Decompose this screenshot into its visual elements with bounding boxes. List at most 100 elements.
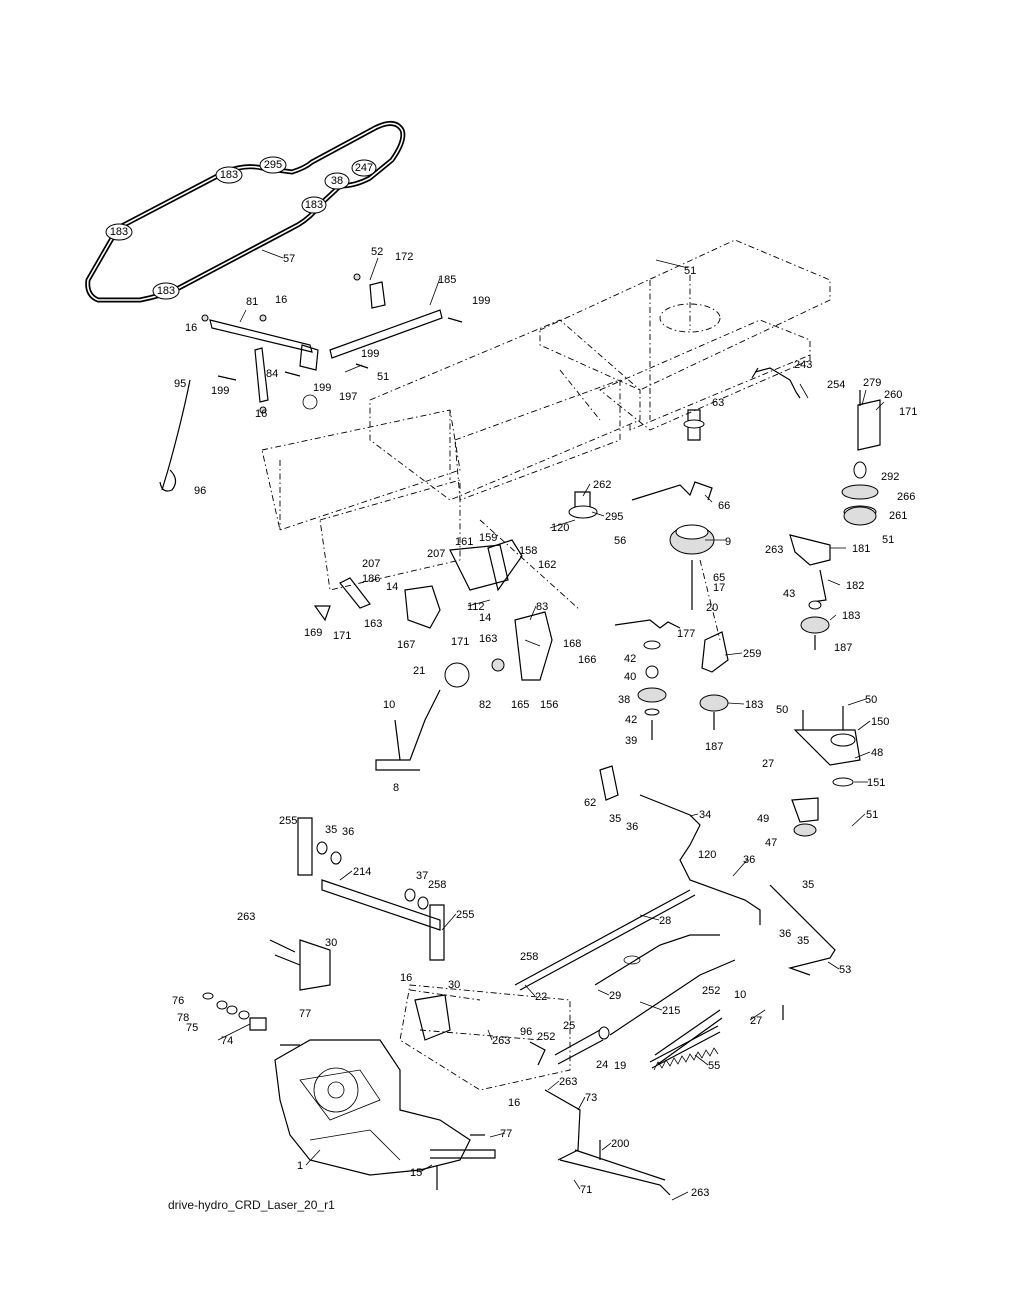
part-number-label: 163 <box>364 618 382 630</box>
leader-line <box>467 599 491 607</box>
leader-line <box>639 1001 663 1011</box>
part-number-label: 263 <box>765 544 783 556</box>
part-number-label: 207 <box>362 558 380 570</box>
belt-pulley-label: 183 <box>305 199 323 211</box>
part-number-label: 71 <box>580 1184 592 1196</box>
leader-line <box>489 1132 506 1138</box>
part-number-label: 27 <box>750 1015 762 1027</box>
part-number-label: 34 <box>699 809 711 821</box>
part-number-label: 30 <box>325 937 337 949</box>
part-number-label: 51 <box>866 809 878 821</box>
part-number-label: 39 <box>625 735 637 747</box>
leader-line <box>547 1080 560 1091</box>
drive-belt <box>85 121 406 303</box>
leader-line <box>601 1142 612 1151</box>
part-number-label: 42 <box>624 653 636 665</box>
part-number-label: 255 <box>456 909 474 921</box>
part-number-label: 65 <box>713 572 725 584</box>
part-number-label: 258 <box>520 951 538 963</box>
part-number-label: 35 <box>325 824 337 836</box>
leader-line <box>573 1179 581 1190</box>
leader-line <box>529 605 537 621</box>
part-number-label: 199 <box>313 382 331 394</box>
part-number-label: 82 <box>479 699 491 711</box>
part-number-label: 83 <box>536 601 548 613</box>
leader-line <box>339 870 353 881</box>
part-number-label: 162 <box>538 559 556 571</box>
part-number-label: 243 <box>794 359 812 371</box>
part-number-label: 163 <box>479 633 497 645</box>
leader-line <box>875 401 885 411</box>
part-number-label: 96 <box>194 485 206 497</box>
part-number-label: 36 <box>743 854 755 866</box>
part-number-label: 27 <box>762 758 774 770</box>
part-number-label: 166 <box>578 654 596 666</box>
part-number-label: 150 <box>871 716 889 728</box>
part-number-label: 78 <box>177 1012 189 1024</box>
leader-line <box>694 1054 709 1066</box>
part-number-label: 75 <box>186 1022 198 1034</box>
leader-line <box>597 989 610 996</box>
part-number-label: 16 <box>185 322 197 334</box>
part-number-label: 252 <box>537 1031 555 1043</box>
part-number-label: 84 <box>266 368 278 380</box>
leader-line <box>549 519 576 529</box>
right-upper-parts <box>568 367 881 650</box>
part-number-label: 51 <box>377 371 389 383</box>
leader-line <box>577 1096 586 1111</box>
leader-line <box>239 309 247 323</box>
part-number-label: 167 <box>397 639 415 651</box>
diagram-caption: drive-hydro_CRD_Laser_20_r1 <box>168 1198 335 1212</box>
part-number-label: 263 <box>559 1076 577 1088</box>
leader-line <box>829 614 837 621</box>
part-number-label: 37 <box>416 870 428 882</box>
part-number-label: 112 <box>467 601 485 613</box>
part-number-label: 76 <box>172 995 184 1007</box>
belt-pulleys <box>105 156 377 300</box>
part-number-label: 171 <box>451 636 469 648</box>
leader-line <box>591 511 605 517</box>
part-number-label: 16 <box>275 294 287 306</box>
part-number-label: 56 <box>614 535 626 547</box>
part-number-label: 35 <box>802 879 814 891</box>
leader-line <box>851 813 866 827</box>
belt-pulley-label: 38 <box>331 175 343 187</box>
part-number-label: 74 <box>221 1035 233 1047</box>
part-number-label: 165 <box>511 699 529 711</box>
leader-lines <box>217 249 885 1201</box>
part-number-label: 254 <box>827 379 845 391</box>
part-number-label: 200 <box>611 1138 629 1150</box>
leader-line <box>799 383 809 399</box>
leader-line <box>827 961 840 970</box>
part-number-label: 183 <box>842 610 860 622</box>
leader-line <box>441 913 457 931</box>
part-number-label: 185 <box>438 274 456 286</box>
part-number-label: 57 <box>283 253 295 265</box>
part-number-label: 36 <box>626 821 638 833</box>
leader-line <box>847 698 867 706</box>
upper-left-linkage <box>159 273 463 492</box>
part-number-label: 252 <box>702 985 720 997</box>
belt-pulley-label: 247 <box>355 162 373 174</box>
part-number-label: 28 <box>659 915 671 927</box>
part-number-label: 43 <box>783 588 795 600</box>
part-number-label: 182 <box>846 580 864 592</box>
part-number-label: 50 <box>865 694 877 706</box>
spring-and-pedal <box>544 1025 721 1196</box>
part-number-label: 19 <box>614 1060 626 1072</box>
part-number-label: 169 <box>304 627 322 639</box>
part-number-label: 207 <box>427 548 445 560</box>
part-number-label: 183 <box>745 699 763 711</box>
part-number-label: 186 <box>362 573 380 585</box>
part-number-label: 77 <box>500 1128 512 1140</box>
part-number-label: 16 <box>255 408 267 420</box>
part-number-label: 14 <box>479 612 491 624</box>
part-number-label: 181 <box>852 543 870 555</box>
part-number-label: 95 <box>174 378 186 390</box>
part-number-label: 171 <box>899 406 917 418</box>
part-number-label: 262 <box>593 479 611 491</box>
shift-lever-rods <box>514 765 761 1066</box>
transaxle <box>274 1039 496 1190</box>
part-number-label: 8 <box>393 782 399 794</box>
leader-line <box>655 259 689 269</box>
